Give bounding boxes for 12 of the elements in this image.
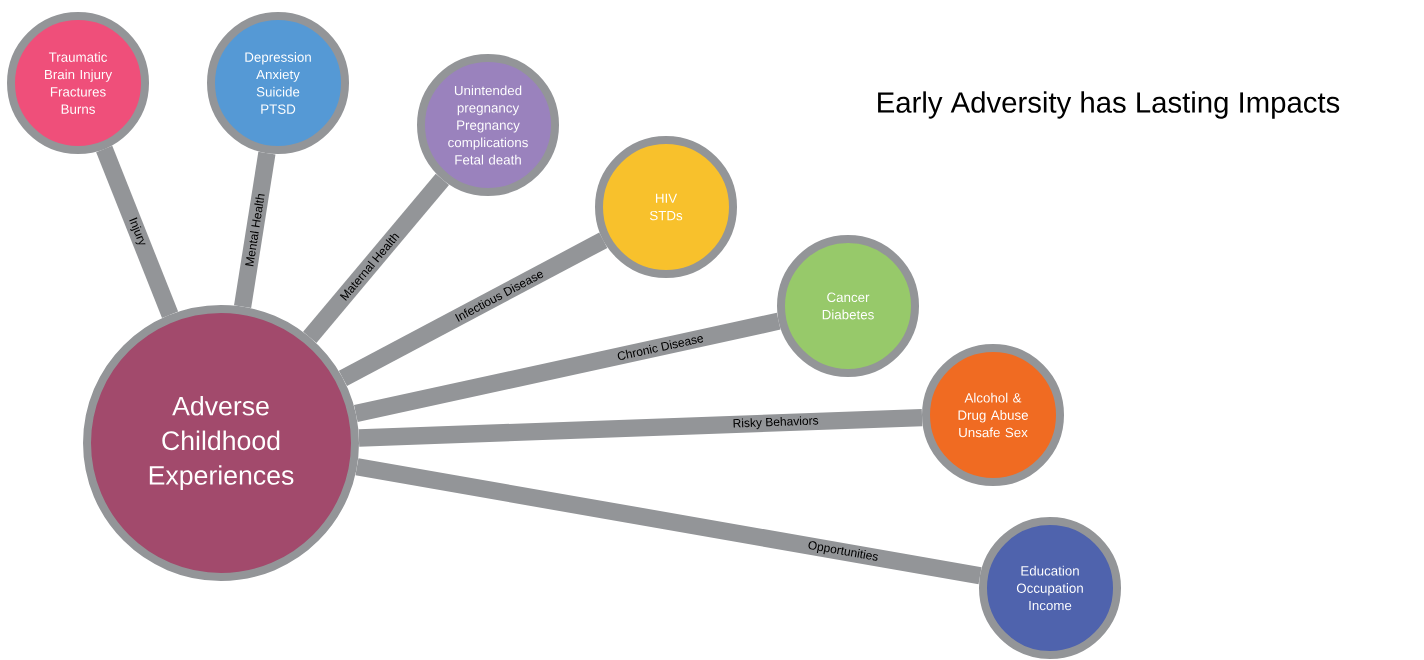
connector-bar (303, 173, 449, 343)
connector-bar (354, 312, 781, 422)
edge-label: Risky Behaviors (731, 414, 821, 432)
connector-bar (358, 408, 923, 447)
connector-bar (96, 145, 179, 318)
title: Early Adversity has Lasting Impacts (878, 91, 1340, 119)
edge-label: Chronic Disease (614, 331, 706, 363)
connector-bar (234, 151, 276, 309)
edge-label: Injury (124, 214, 150, 250)
edge-label: Mental Health (243, 191, 267, 269)
edge-label: Opportunities (805, 538, 881, 565)
connector-bar (355, 458, 982, 585)
